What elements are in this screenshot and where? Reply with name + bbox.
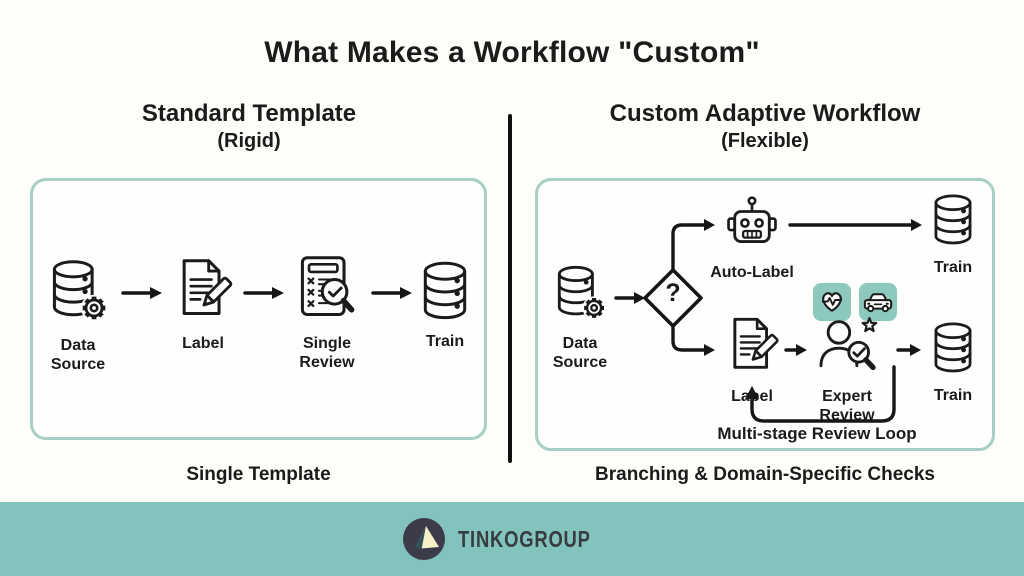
left-node-data-source: Data Source <box>36 257 120 375</box>
custom-workflow-panel: ? <box>535 178 995 451</box>
automotive-car-icon <box>863 293 893 313</box>
domain-badge-automotive <box>859 283 897 321</box>
node-label: Expert Review <box>819 388 875 424</box>
right-node-train-top: Train <box>913 191 993 278</box>
document-pencil-icon <box>722 314 782 381</box>
healthcare-pulse-icon <box>821 292 843 312</box>
node-label: Data Source <box>50 337 106 373</box>
page-title: What Makes a Workflow "Custom" <box>264 36 760 69</box>
tinkogroup-logo-icon <box>402 518 445 561</box>
right-caption: Branching & Domain-Specific Checks <box>595 464 935 485</box>
column-divider <box>508 114 512 463</box>
right-column-header: Custom Adaptive Workflow (Flexible) <box>535 100 995 153</box>
node-label: Train <box>933 259 973 276</box>
right-node-train-bottom: Train <box>913 319 993 406</box>
right-node-label: Label <box>707 314 797 407</box>
node-label: Data Source <box>552 335 608 371</box>
right-heading: Custom Adaptive Workflow <box>609 100 921 127</box>
domain-badge-healthcare <box>813 283 851 321</box>
node-label: Auto-Label <box>710 264 794 281</box>
left-caption: Single Template <box>186 464 331 485</box>
node-label: Train <box>933 387 973 404</box>
arrow-right-icon <box>243 287 284 299</box>
checklist-magnifier-icon <box>291 253 363 328</box>
database-icon <box>927 319 979 380</box>
footer-bar: TINKOGROUP <box>0 502 1024 576</box>
database-icon <box>927 191 979 252</box>
left-subheading: (Rigid) <box>217 130 281 152</box>
loop-label: Multi-stage Review Loop <box>717 424 917 443</box>
database-gear-icon <box>551 263 609 328</box>
left-node-label: Label <box>161 255 245 354</box>
standard-template-panel: Data Source <box>30 178 487 440</box>
brand-name: TINKOGROUP <box>457 525 591 552</box>
database-gear-icon <box>45 257 111 330</box>
left-node-train: Train <box>405 259 485 352</box>
node-label: Label <box>731 388 773 405</box>
right-subheading: (Flexible) <box>721 130 809 152</box>
document-pencil-icon <box>170 255 236 328</box>
right-node-data-source: Data Source <box>538 263 622 373</box>
arrow-right-icon <box>371 287 412 299</box>
left-node-single-review: Single Review <box>281 253 373 373</box>
database-icon <box>415 259 475 326</box>
robot-icon <box>721 194 783 257</box>
right-node-expert-review: Expert Review <box>799 314 895 426</box>
left-heading: Standard Template <box>141 100 357 127</box>
right-node-auto-label: Auto-Label <box>702 194 802 283</box>
node-label: Single Review <box>299 335 355 371</box>
node-label: Train <box>425 333 465 350</box>
node-label: Label <box>182 335 224 352</box>
decision-question-mark: ? <box>665 279 681 307</box>
left-column-header: Standard Template (Rigid) <box>20 100 478 153</box>
person-review-star-icon <box>812 314 882 381</box>
arrow-right-icon <box>121 287 162 299</box>
